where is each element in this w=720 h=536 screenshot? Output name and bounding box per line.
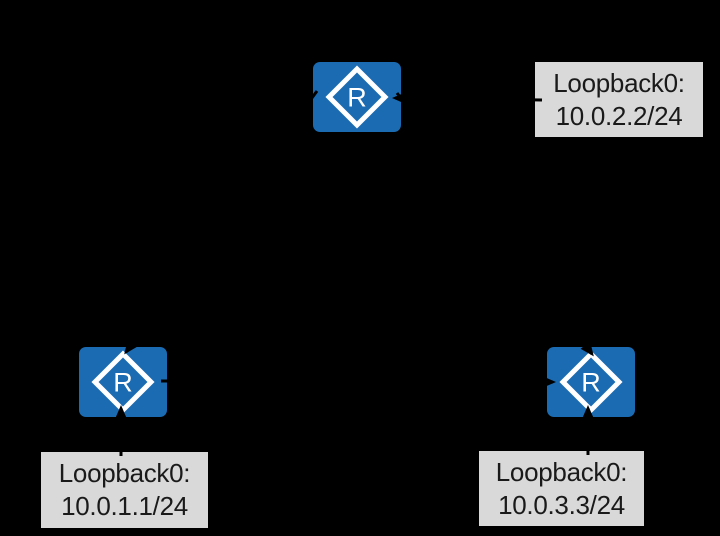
router-icon: R [79, 347, 167, 417]
router-diamond [325, 65, 389, 129]
router-icon-top: R [313, 62, 401, 132]
router-icon: R [547, 347, 635, 417]
router-body [313, 62, 401, 132]
router-letter: R [581, 368, 601, 398]
router-diamond [91, 350, 155, 414]
router-icon-bottom-right: R [547, 347, 635, 417]
loopback-label-top-line2: 10.0.2.2/24 [555, 100, 683, 131]
router-letter: R [347, 83, 367, 113]
loopback-label-top-line1: Loopback0: [553, 67, 685, 98]
router-icon-bottom-left: R [79, 347, 167, 417]
router-diamond [559, 350, 623, 414]
router-body [547, 347, 635, 417]
router-body [79, 347, 167, 417]
router-letter: R [113, 368, 133, 398]
loopback-label-bottom-left-line1: Loopback0: [58, 458, 191, 488]
loopback-label-bottom-right: Loopback0: 10.0.3.3/24 [479, 451, 644, 526]
connector-bottom-left-to-bottom-right [160, 375, 556, 388]
loopback-label-bottom-right-line2: 10.0.3.3/24 [498, 489, 625, 520]
connector-label-top-to-router [392, 92, 543, 105]
loopback-label-bottom-right-line1: Loopback0: [495, 456, 628, 487]
connector-top-to-bottom-left [124, 90, 319, 355]
loopback-label-bottom-left-line2: 10.0.1.1/24 [61, 491, 188, 521]
router-icon: R [313, 62, 401, 132]
loopback-label-top: Loopback0: 10.0.2.2/24 [535, 62, 703, 137]
loopback-label-bottom-left: Loopback0: 10.0.1.1/24 [41, 452, 208, 528]
